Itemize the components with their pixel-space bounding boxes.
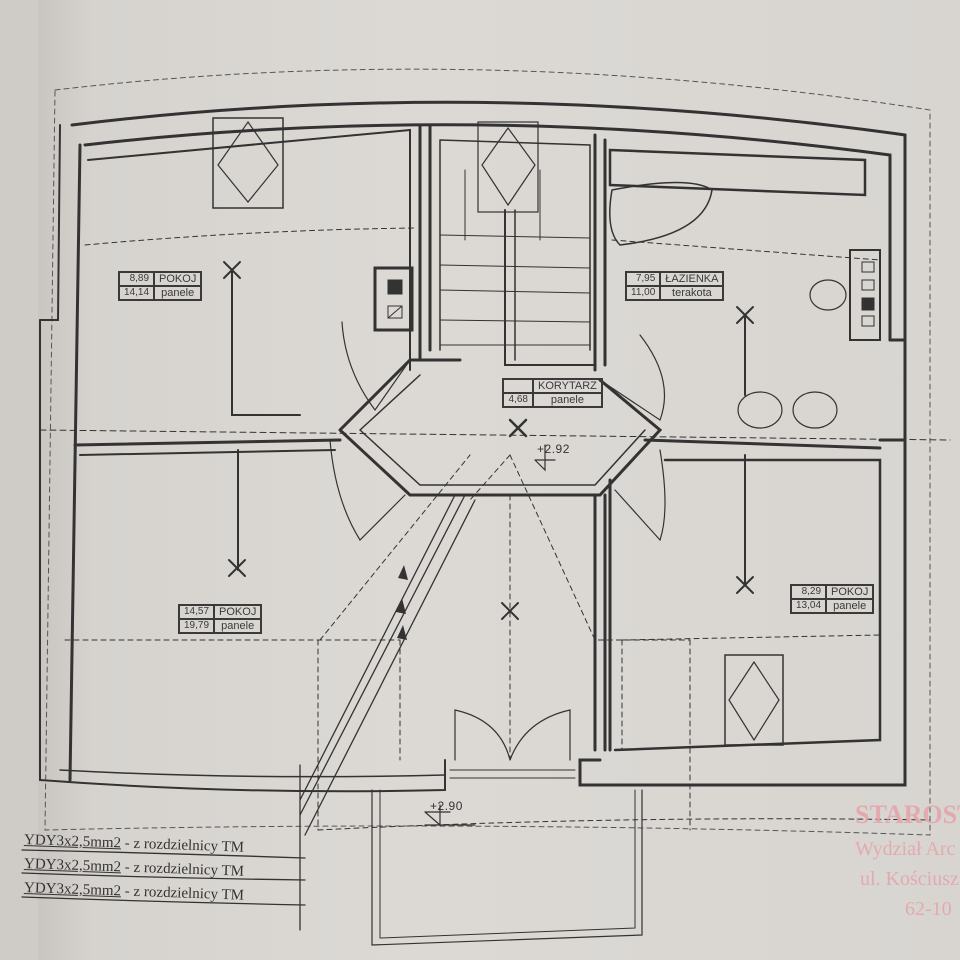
room-floor: panele [826,599,874,613]
room-area2: 13,04 [791,599,827,613]
room-label-pokoj-bottom-left: 14,57 POKOJ 19,79 panele [178,604,263,634]
room-name: POKOJ [214,605,262,619]
cable-spec: YDY3x2,5mm2 [23,832,122,852]
office-stamp-line: 62-10 [905,898,952,920]
cable-desc: - z rozdzielnicy TM [120,835,245,856]
level-value: 2.90 [437,799,463,813]
room-floor: panele [533,393,602,407]
cable-spec: YDY3x2,5mm2 [23,880,122,900]
cable-desc: - z rozdzielnicy TM [120,859,245,880]
room-area: 14,57 [179,605,215,619]
room-floor: panele [214,619,262,633]
office-stamp: STAROST [855,800,960,829]
level-mark-entrance: +2.90 [430,799,463,813]
room-area2: 4,68 [503,393,533,407]
room-area2: 11,00 [626,286,661,300]
room-floor: panele [154,286,202,300]
room-area: 8,29 [791,585,827,599]
room-area: 7,95 [626,272,661,286]
level-mark-corridor: +2.92 [537,442,570,456]
room-label-pokoj-bottom-right: 8,29 POKOJ 13,04 panele [790,584,875,614]
level-value: 2.92 [544,442,570,456]
office-stamp-line: Wydział Arc [855,838,956,860]
paper-sheet [38,0,960,960]
room-label-lazienka: 7,95 ŁAZIENKA 11,00 terakota [625,271,725,301]
room-area2: 19,79 [179,619,215,633]
room-label-korytarz: KORYTARZ 4,68 panele [502,378,603,408]
room-name: POKOJ [154,272,202,286]
room-area2: 14,14 [119,286,155,300]
room-area [503,379,533,393]
office-stamp-line: ul. Kościusz [860,868,959,890]
cable-desc: - z rozdzielnicy TM [120,883,245,904]
room-name: ŁAZIENKA [660,272,724,286]
room-name: POKOJ [826,585,874,599]
room-area: 8,89 [119,272,155,286]
cable-spec: YDY3x2,5mm2 [23,856,122,876]
room-floor: terakota [660,286,724,300]
room-name: KORYTARZ [533,379,602,393]
room-label-pokoj-top-left: 8,89 POKOJ 14,14 panele [118,271,203,301]
